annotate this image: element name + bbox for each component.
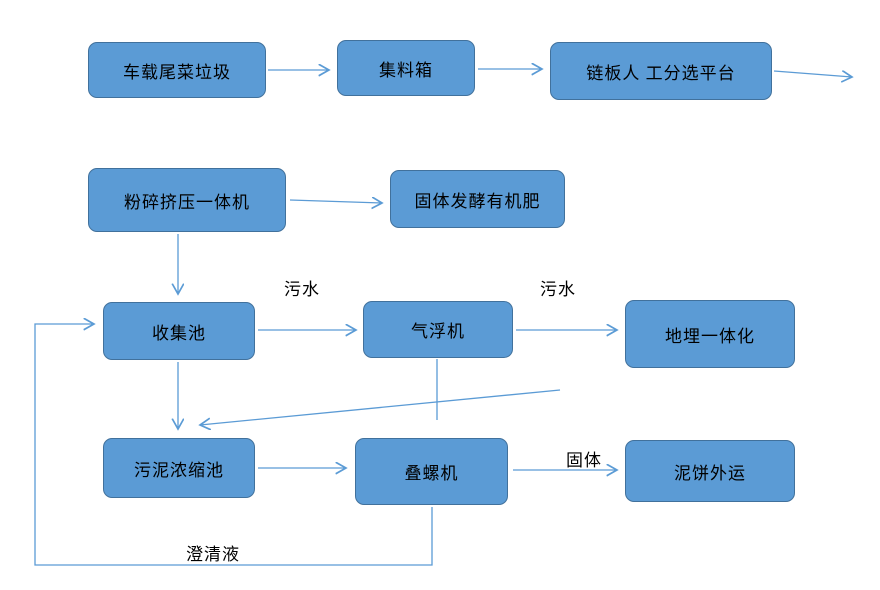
edge-crush-press-to-fertilizer	[289, 200, 382, 203]
edge-diagonal-to-sludge-pool	[200, 389, 561, 425]
edge-clarified-liquid-return-loop	[34, 324, 433, 566]
edge-label-sewage-1: 污水	[284, 280, 320, 299]
node-sludge-thickening-pool: 污泥浓缩池	[103, 438, 255, 498]
node-vehicle-tail-vegetable-waste: 车载尾菜垃圾	[88, 42, 266, 98]
node-solid-fermentation-fertilizer: 固体发酵有机肥	[390, 170, 565, 228]
node-collection-box: 集料箱	[337, 40, 475, 96]
node-mud-cake-transport: 泥饼外运	[625, 440, 795, 502]
node-crush-press-machine: 粉碎挤压一体机	[88, 168, 286, 232]
node-buried-integrated-unit: 地埋一体化	[625, 300, 795, 368]
edge-label-solid: 固体	[566, 451, 602, 470]
edge-label-clarified-liquid: 澄清液	[186, 545, 240, 564]
edge-label-sewage-2: 污水	[540, 280, 576, 299]
node-air-flotation-machine: 气浮机	[363, 301, 513, 358]
node-collection-pool: 收集池	[103, 302, 255, 360]
edge-sorting-platform-offscreen	[773, 70, 852, 77]
node-stacked-screw-machine: 叠螺机	[355, 438, 508, 505]
node-chain-plate-sorting-platform: 链板人 工分选平台	[550, 42, 772, 100]
